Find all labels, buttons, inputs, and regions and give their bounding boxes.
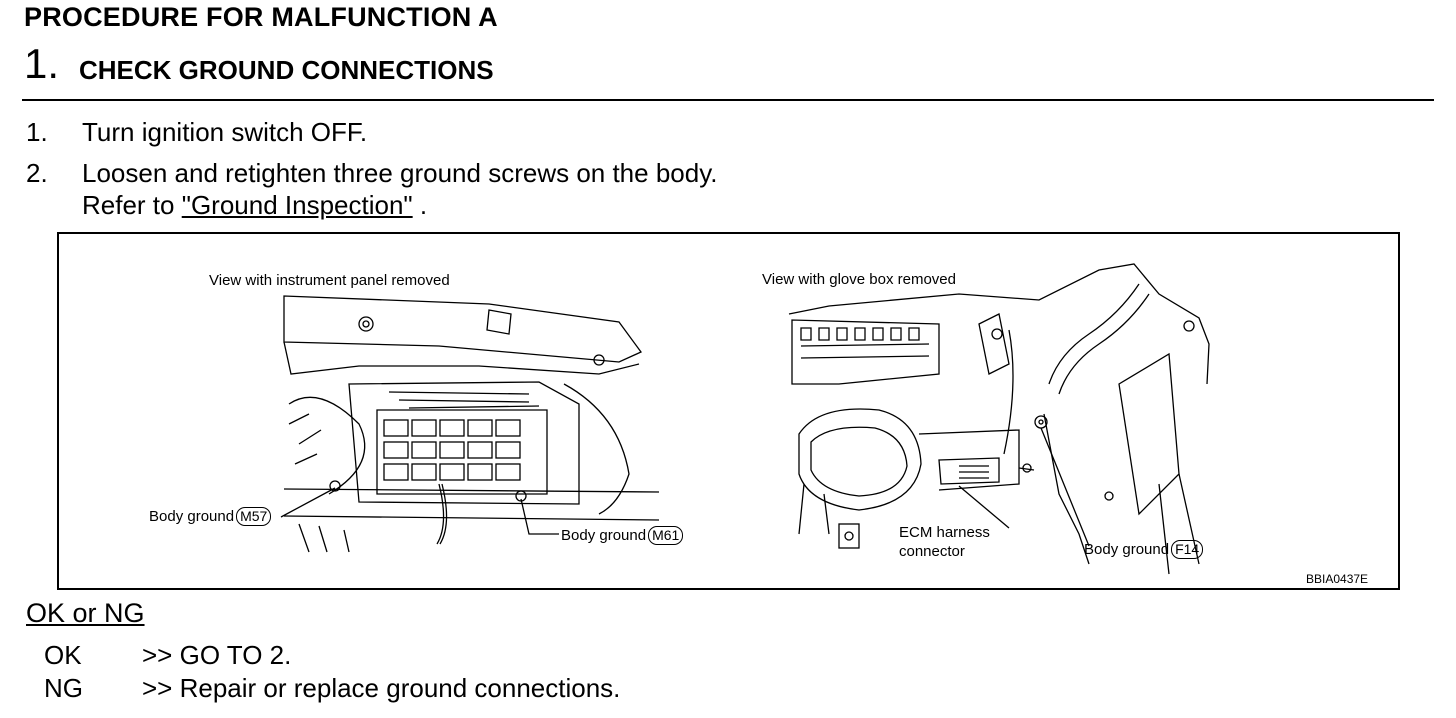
ground-label: Body ground [149,508,235,525]
right-view-caption: View with glove box removed [762,271,956,288]
instruction-text: Loosen and retighten three ground screws… [82,158,718,188]
ground-label: Body ground [561,527,647,544]
figure-illustration [280,263,1210,575]
ok-key: OK [44,640,82,670]
instruction-text: Turn ignition switch OFF. [82,117,368,147]
ok-or-ng-heading: OK or NG [26,598,145,628]
ecm-label-line1: ECM harness [899,524,990,541]
figure-code: BBIA0437E [1306,572,1369,586]
connector-badge: M57 [236,507,272,526]
ng-action: >> Repair or replace ground connections. [142,673,621,703]
ok-action: >> GO TO 2. [142,640,292,670]
refer-prefix: Refer to [82,190,182,220]
ground-label: Body ground [1084,541,1170,558]
ground-inspection-link[interactable]: "Ground Inspection" [181,190,413,220]
connector-badge: M61 [648,526,684,545]
ng-key: NG [44,673,83,703]
fuse-grid [383,419,521,481]
connector-badge: F14 [1171,540,1204,559]
step-title: CHECK GROUND CONNECTIONS [79,55,494,85]
ground-location-figure: View with instrument panel removed View … [57,232,1400,590]
instruction-number: 1. [26,117,48,147]
refer-suffix: . [412,190,428,220]
instruction-number: 2. [26,158,48,188]
section-divider [22,99,1434,101]
callout-ecm-harness-connector: ECM harness connector [899,523,990,561]
refer-line: Refer to "Ground Inspection" . [82,190,427,221]
step-number: 1. [24,40,60,87]
procedure-title: PROCEDURE FOR MALFUNCTION A [24,2,498,32]
ecm-label-line2: connector [899,543,965,560]
left-view-caption: View with instrument panel removed [209,272,450,289]
